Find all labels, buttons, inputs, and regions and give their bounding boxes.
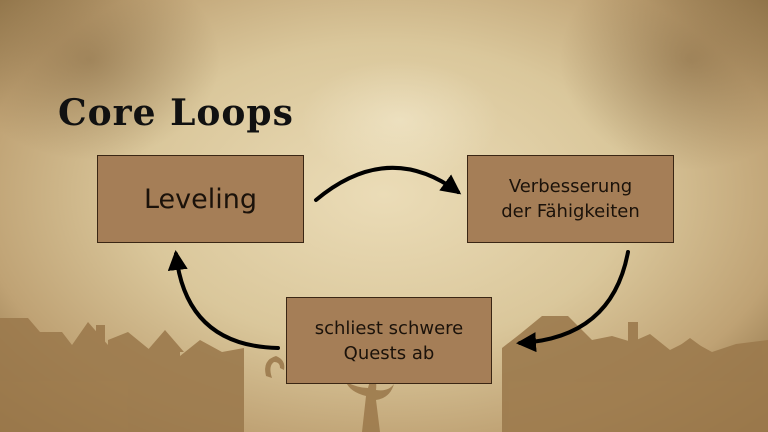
left-houses [0,318,244,432]
right-roof [660,338,720,360]
right-houses [502,316,768,432]
slide-title: Core Loops [58,92,294,134]
node-verbesserung-line-2: der Fähigkeiten [501,201,640,222]
right-chimney [628,322,638,342]
node-quests-line-2: Quests ab [343,342,435,364]
arrow-leveling-to-verbesserung [314,165,462,202]
left-roof [146,330,184,352]
hook-shape [265,356,285,378]
center-tree [346,366,394,432]
arrow-verbesserung-to-quests [516,250,630,353]
node-verbesserung-line-1: Verbesserung [508,176,633,197]
node-quests: schliest schwere Quests ab [286,297,492,384]
node-leveling-label: Leveling [143,183,258,215]
node-verbesserung: Verbesserung der Fähigkeiten [467,155,674,243]
node-leveling: Leveling [97,155,304,243]
left-tower [150,348,180,432]
left-chimney [96,325,105,343]
arrow-quests-to-leveling [167,250,280,350]
node-quests-line-1: schliest schwere [314,317,464,339]
